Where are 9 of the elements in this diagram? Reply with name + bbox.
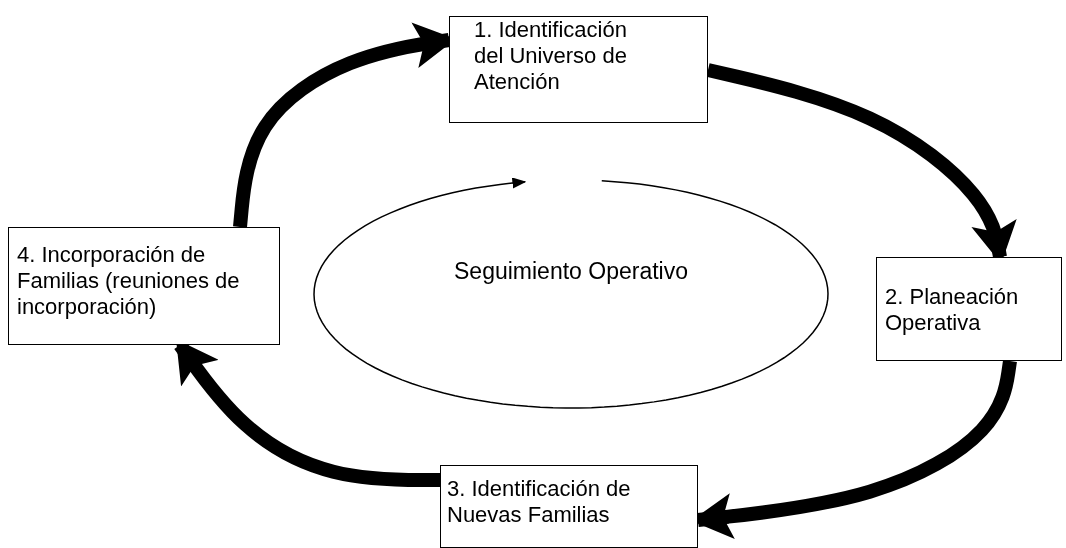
step-box xyxy=(449,16,708,123)
step-label: 2. Planeación Operativa xyxy=(885,284,1020,336)
step-label: 3. Identificación de Nuevas Familias xyxy=(447,476,632,528)
step-box xyxy=(8,227,280,345)
step-label: 4. Incorporación de Familias (reuniones de incorporación) xyxy=(17,242,241,320)
step-box xyxy=(440,465,698,548)
step-box xyxy=(876,257,1062,361)
step-label: 1. Identificación del Universo de Atención xyxy=(474,17,628,95)
ellipse-label: Seguimiento Operativo xyxy=(453,258,689,284)
